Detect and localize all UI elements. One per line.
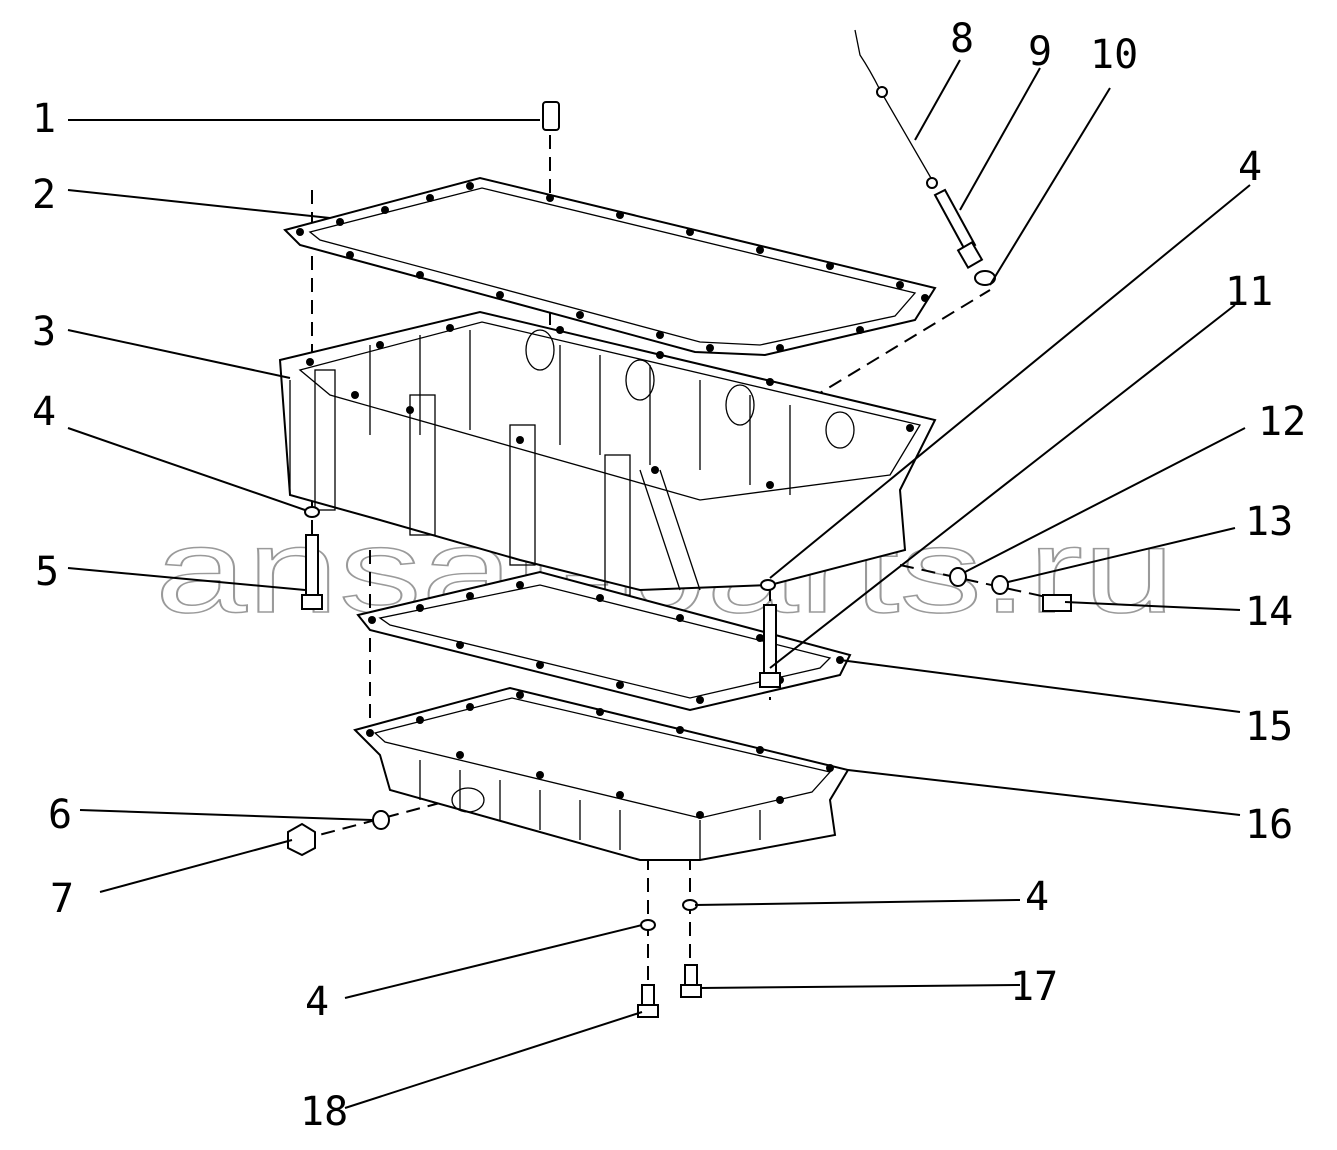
callout-2: 2 [32,172,56,218]
middle-gasket [356,570,852,712]
callout-4: 4 [1238,144,1262,190]
washer [682,899,698,911]
callout-4: 4 [32,389,56,435]
bolt [684,964,698,988]
bolt-head [637,1004,659,1018]
callout-1: 1 [32,96,56,142]
seal-ring [991,575,1009,595]
callout-16: 16 [1245,802,1293,848]
callout-18: 18 [300,1089,348,1135]
washer [949,567,967,587]
drain-plug [287,822,316,857]
callout-4: 4 [305,979,329,1025]
dowel-pin [542,101,560,131]
callout-labels: 1 2 3 4 5 6 7 8 9 10 4 11 12 13 14 15 16… [32,16,1306,1135]
washer [304,506,320,518]
callout-11: 11 [1225,269,1273,315]
callout-14: 14 [1245,589,1293,635]
callout-6: 6 [48,792,72,838]
callout-10: 10 [1090,32,1138,78]
upper-gasket [283,176,937,357]
callout-4: 4 [1025,874,1049,920]
callout-5: 5 [35,549,59,595]
callout-17: 17 [1010,964,1058,1010]
bolt-head [680,984,702,998]
upper-oil-pan [278,310,937,596]
dipstick-assembly [854,29,996,286]
callout-15: 15 [1245,704,1293,750]
callout-3: 3 [32,309,56,355]
callout-9: 9 [1028,29,1052,75]
bolt [641,984,655,1008]
bolt [305,534,319,596]
bolt-head [759,672,781,688]
callout-13: 13 [1245,499,1293,545]
assembly-axis [299,794,471,841]
washer [640,919,656,931]
seal-ring [372,810,390,830]
bolt-head [301,594,323,610]
callout-8: 8 [950,16,974,62]
callout-7: 7 [50,876,74,922]
assembly-axis [659,289,991,491]
washer [760,579,776,591]
leader-lines [67,59,1251,1109]
callout-12: 12 [1258,399,1306,445]
lower-oil-pan [353,686,850,861]
assembly-axis [899,564,1061,601]
